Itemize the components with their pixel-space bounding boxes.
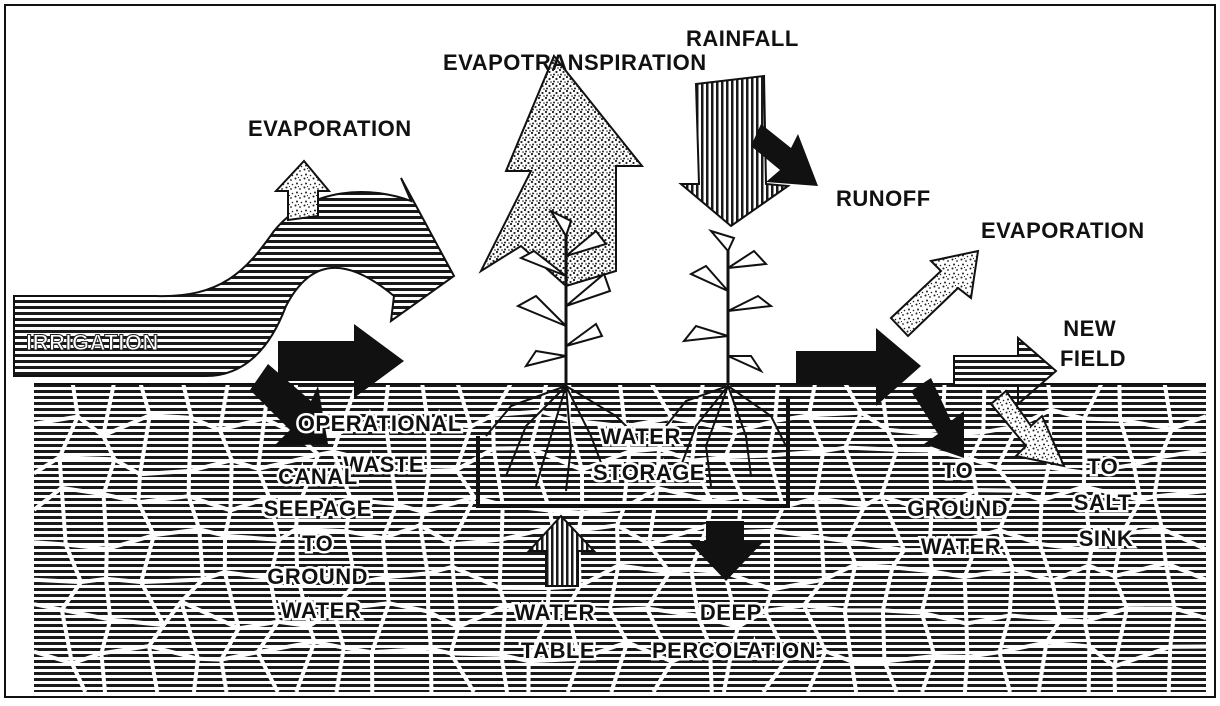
- label-evapotranspiration: EVAPOTRANSPIRATION: [443, 50, 707, 75]
- label-deep-percolation-line-0: DEEP: [700, 600, 762, 625]
- label-canal-seepage-line-2: TO: [302, 531, 333, 556]
- label-water-storage-line-0: WATER: [601, 424, 681, 449]
- label-to-ground-water-line-0: TO: [942, 458, 973, 483]
- label-water-table-line-1: TABLE: [521, 638, 595, 663]
- diagram-frame: EVAPOTRANSPIRATION RAINFALL EVAPORATION …: [4, 4, 1216, 698]
- label-water-storage-line-1: STORAGE: [593, 460, 705, 485]
- label-deep-percolation-line-1: PERCOLATION: [652, 638, 816, 663]
- label-canal-seepage-line-1: SEEPAGE: [264, 496, 372, 521]
- label-rainfall: RAINFALL: [686, 26, 799, 51]
- label-water-table-line-0: WATER: [515, 600, 595, 625]
- label-new-field-line-1: FIELD: [1060, 346, 1126, 371]
- label-irrigation: IRRIGATION: [26, 330, 159, 355]
- evapotranspiration-arrow: [481, 56, 642, 286]
- label-runoff: RUNOFF: [836, 186, 931, 211]
- label-new-field-line-0: NEW: [1063, 316, 1116, 341]
- label-to-salt-sink-line-1: SALT: [1074, 490, 1132, 515]
- label-to-salt-sink-line-0: TO: [1087, 454, 1118, 479]
- label-new-field: NEW FIELD: [1060, 316, 1126, 371]
- water-balance-diagram: EVAPOTRANSPIRATION RAINFALL EVAPORATION …: [6, 6, 1214, 696]
- label-evaporation-left: EVAPORATION: [248, 116, 412, 141]
- label-to-ground-water-line-1: GROUND: [907, 496, 1008, 521]
- label-to-salt-sink-line-2: SINK: [1079, 526, 1134, 551]
- corn-plant-right: [684, 231, 771, 386]
- label-canal-seepage-line-4: WATER: [281, 598, 361, 623]
- label-evaporation-right: EVAPORATION: [981, 218, 1145, 243]
- label-canal-seepage-line-0: CANAL: [278, 464, 357, 489]
- label-to-ground-water-line-2: WATER: [921, 534, 1001, 559]
- label-operational-waste-line-0: OPERATIONAL: [298, 411, 462, 436]
- evaporation-right-arrow: [891, 251, 978, 336]
- label-canal-seepage-line-3: GROUND: [267, 564, 368, 589]
